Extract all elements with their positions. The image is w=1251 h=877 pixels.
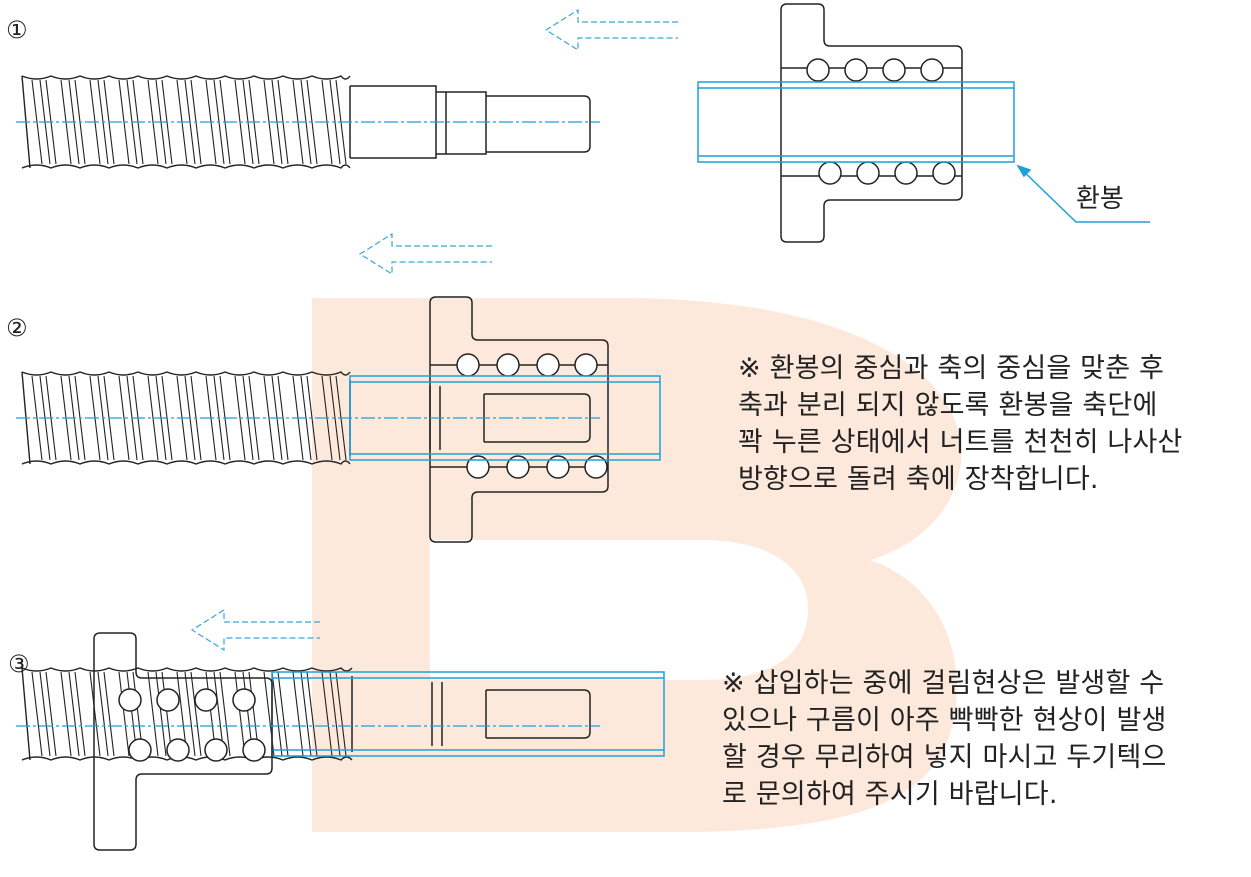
ball-bearing bbox=[574, 353, 598, 377]
ball-bearing bbox=[818, 161, 842, 185]
ball-bearing bbox=[466, 455, 490, 479]
step3-insert-arrow bbox=[190, 608, 320, 652]
round-rod-callout-label: 환봉 bbox=[1076, 184, 1124, 214]
callout-leader bbox=[1016, 164, 1150, 223]
ball-bearing bbox=[536, 353, 560, 377]
ball-row bbox=[118, 688, 256, 712]
note-line: 축과 분리 되지 않도록 환봉을 축단에 bbox=[738, 390, 1158, 421]
step1-round-rod bbox=[697, 81, 1015, 163]
ball-bearing bbox=[920, 58, 944, 82]
step2-insert-arrow bbox=[358, 232, 492, 276]
ball-row bbox=[128, 738, 266, 762]
ball-row bbox=[818, 161, 956, 185]
ball-bearing bbox=[882, 58, 906, 82]
ball-bearing bbox=[118, 688, 142, 712]
ball-bearing bbox=[242, 738, 266, 762]
step1-insert-arrow bbox=[544, 8, 678, 52]
ball-bearing bbox=[806, 58, 830, 82]
note-line: 할 경우 무리하여 넣지 마시고 두기텍으 bbox=[722, 742, 1167, 773]
step1-screw-shaft bbox=[16, 75, 600, 169]
ball-bearing bbox=[156, 688, 180, 712]
step1-ball-nut bbox=[780, 3, 963, 243]
step3-ball-nut bbox=[93, 632, 273, 851]
ball-bearing bbox=[894, 161, 918, 185]
instruction-note-1: ※ 환봉의 중심과 축의 중심을 맞춘 후 축과 분리 되지 않도록 환봉을 축… bbox=[738, 350, 1183, 498]
ball-row bbox=[466, 455, 608, 479]
ball-bearing bbox=[194, 688, 218, 712]
ball-bearing bbox=[128, 738, 152, 762]
caution-note-2: ※ 삽입하는 중에 걸림현상은 발생할 수 있으나 구름이 아주 빡빡한 현상이… bbox=[722, 665, 1167, 813]
ball-bearing bbox=[506, 455, 530, 479]
note-line: ※ 환봉의 중심과 축의 중심을 맞춘 후 bbox=[738, 353, 1165, 384]
ball-row bbox=[806, 58, 944, 82]
step3-screw-shaft bbox=[21, 667, 591, 761]
ball-bearing bbox=[546, 455, 570, 479]
ball-bearing bbox=[856, 161, 880, 185]
ball-bearing bbox=[204, 738, 228, 762]
ball-bearing bbox=[166, 738, 190, 762]
note-line: 방향으로 돌려 축에 장착합니다. bbox=[738, 464, 1099, 495]
ball-bearing bbox=[584, 455, 608, 479]
ball-bearing bbox=[932, 161, 956, 185]
thread-profile bbox=[21, 667, 353, 761]
note-line: 로 문의하여 주시기 바랍니다. bbox=[722, 779, 1058, 810]
note-line: 있으나 구름이 아주 빡빡한 현상이 발생 bbox=[722, 705, 1167, 736]
step-marker-1: ① bbox=[6, 16, 28, 44]
ball-bearing bbox=[844, 58, 868, 82]
step-marker-3: ③ bbox=[8, 650, 30, 678]
ball-bearing bbox=[496, 353, 520, 377]
ball-bearing bbox=[232, 688, 256, 712]
note-line: ※ 삽입하는 중에 걸림현상은 발생할 수 bbox=[722, 668, 1165, 699]
step-marker-2: ② bbox=[6, 314, 28, 342]
ball-bearing bbox=[456, 353, 480, 377]
note-line: 꽉 누른 상태에서 너트를 천천히 나사산 bbox=[738, 427, 1183, 458]
